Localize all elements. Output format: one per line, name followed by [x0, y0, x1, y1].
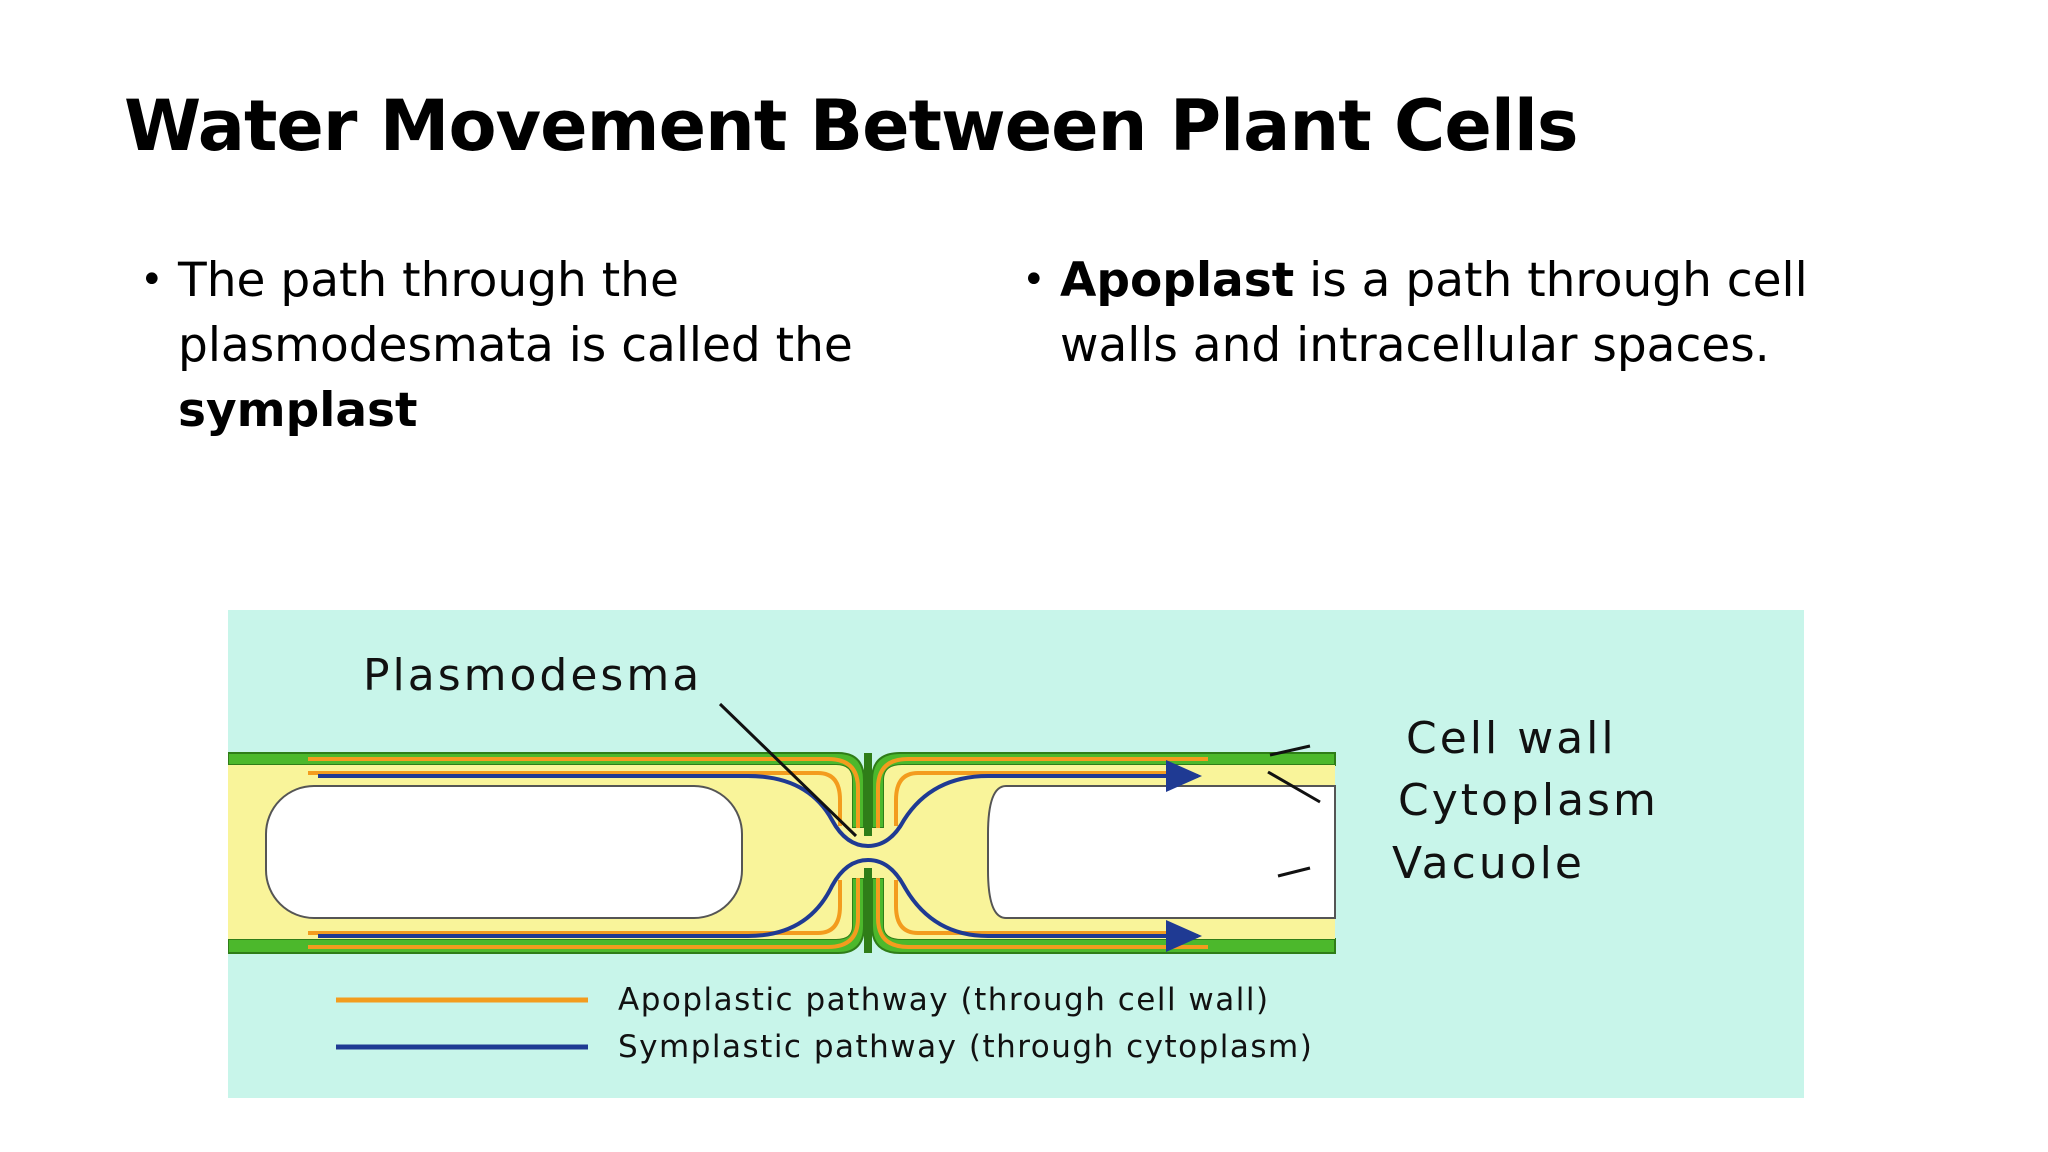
- apoplast-line: [894, 771, 1188, 826]
- apoplast-line: [308, 771, 842, 826]
- apoplast-line: [308, 880, 842, 935]
- vacuole: [987, 785, 1336, 919]
- apoplast-line: [308, 878, 860, 949]
- symplastic-pathway: [318, 760, 1202, 952]
- bullet-apoplast: • Apoplast is a path through cell walls …: [1022, 248, 1922, 378]
- plasmodesma-label: Plasmodesma: [363, 650, 702, 701]
- apoplast-line: [894, 880, 1188, 935]
- symplast-line: [318, 857, 1202, 952]
- cell-wall-pointer: [1269, 744, 1311, 757]
- apoplast-term: Apoplast: [1060, 253, 1295, 308]
- bullet-marker: •: [140, 257, 164, 303]
- apoplastic-pathway: [308, 757, 1208, 949]
- cytoplasm-pointer: [1267, 770, 1321, 804]
- cell-wall-label: Cell wall: [1406, 713, 1617, 764]
- right-cell: [871, 752, 1336, 954]
- pointer-lines: [718, 702, 1321, 878]
- bullet-symplast: • The path through the plasmodesmata is …: [140, 248, 1000, 443]
- symplast-term: symplast: [178, 383, 418, 438]
- diagram-labels: Plasmodesma Cell wall Cytoplasm Vacuole: [363, 650, 1659, 889]
- apoplast-line: [308, 757, 860, 828]
- cytoplasm-label: Cytoplasm: [1398, 775, 1659, 826]
- legend-label-symplastic: Symplastic pathway (through cytoplasm): [618, 1029, 1313, 1065]
- apoplast-line: [876, 878, 1208, 949]
- plasmodesma-diagram: Plasmodesma Cell wall Cytoplasm Vacuole …: [228, 610, 1804, 1098]
- vacuole-pointer: [1277, 866, 1311, 878]
- slide-title: Water Movement Between Plant Cells: [124, 85, 1579, 167]
- legend-label-apoplastic: Apoplastic pathway (through cell wall): [618, 982, 1270, 1018]
- bullet-marker: •: [1022, 257, 1046, 303]
- vacuole: [265, 785, 743, 919]
- symplast-line: [318, 760, 1202, 849]
- left-cell: [228, 752, 865, 954]
- plasmodesma-pointer: [718, 702, 858, 838]
- vacuole-label: Vacuole: [1392, 838, 1585, 889]
- diagram-svg: Plasmodesma Cell wall Cytoplasm Vacuole …: [228, 610, 1804, 1098]
- legend: Apoplastic pathway (through cell wall) S…: [336, 982, 1313, 1065]
- symplast-text: The path through the plasmodesmata is ca…: [178, 253, 853, 373]
- apoplast-text: is a path through cell walls and intrace…: [1060, 253, 1808, 373]
- apoplast-line: [876, 757, 1208, 828]
